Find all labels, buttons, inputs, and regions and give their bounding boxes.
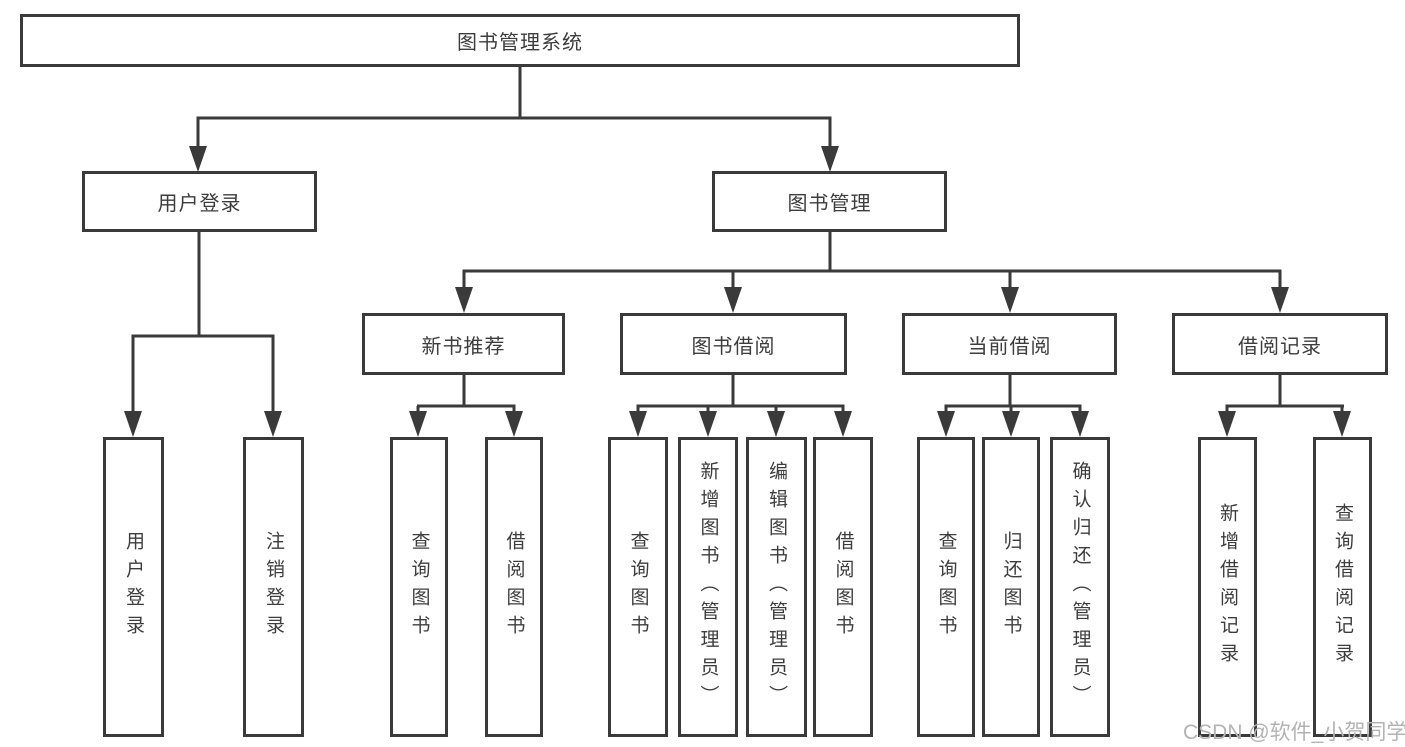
node-user-login-label: 用户登录: [157, 193, 242, 215]
leaf-nbr-borrow-books-label: 借阅图书: [503, 531, 525, 643]
arrow-down-icon: [1271, 287, 1289, 313]
leaf-logout: 注销登录: [243, 437, 304, 737]
node-new-book-recommend: 新书推荐: [362, 313, 565, 375]
leaf-nbr-query-books-label: 查询图书: [408, 531, 430, 643]
leaf-logout-label: 注销登录: [263, 531, 284, 643]
leaf-bb-edit-books-admin: 编辑图书（管理员）: [746, 437, 807, 737]
leaf-br-query-record-label: 查询借阅记录: [1332, 503, 1353, 671]
leaf-cb-query-books-label: 查询图书: [935, 531, 957, 643]
arrow-down-icon: [409, 411, 427, 437]
leaf-cb-query-books: 查询图书: [917, 437, 975, 737]
leaf-cb-confirm-return-admin: 确认归还（管理员）: [1050, 437, 1110, 737]
arrow-down-icon: [505, 411, 523, 437]
connector-book-mgmt-to-level3: [455, 231, 1289, 313]
leaf-cb-confirm-return-admin-label: 确认归还（管理员）: [1069, 461, 1091, 713]
leaf-br-add-record: 新增借阅记录: [1198, 437, 1257, 737]
arrow-down-icon: [1218, 411, 1236, 437]
node-borrow-records-label: 借阅记录: [1238, 335, 1322, 358]
leaf-user-login-label: 用户登录: [123, 531, 144, 643]
leaf-bb-query-books: 查询图书: [608, 437, 668, 737]
node-borrow-records: 借阅记录: [1172, 313, 1388, 375]
leaf-bb-query-books-label: 查询图书: [627, 531, 649, 643]
arrow-down-icon: [455, 287, 473, 313]
connector-root-to-level2: [189, 66, 839, 172]
arrow-down-icon: [821, 146, 839, 172]
arrow-down-icon: [767, 411, 785, 437]
node-book-borrow: 图书借阅: [620, 313, 847, 375]
arrow-down-icon: [124, 411, 142, 437]
leaf-bb-add-books-admin: 新增图书（管理员）: [678, 437, 738, 737]
connector-borrow-records-to-leaves: [1218, 374, 1351, 437]
node-book-management-label: 图书管理: [787, 193, 872, 215]
node-user-login: 用户登录: [82, 171, 317, 232]
arrow-down-icon: [1001, 287, 1019, 313]
leaf-bb-edit-books-admin-label: 编辑图书（管理员）: [766, 461, 787, 713]
arrow-down-icon: [937, 411, 955, 437]
arrow-down-icon: [1333, 411, 1351, 437]
leaf-br-add-record-label: 新增借阅记录: [1217, 503, 1238, 671]
leaf-nbr-query-books: 查询图书: [390, 437, 448, 737]
leaf-user-login: 用户登录: [103, 437, 164, 737]
connector-new-book-rec-to-leaves: [409, 374, 523, 437]
node-book-management: 图书管理: [712, 171, 947, 232]
leaf-nbr-borrow-books: 借阅图书: [485, 437, 543, 737]
arrow-down-icon: [724, 287, 742, 313]
arrow-down-icon: [1002, 411, 1020, 437]
node-book-borrow-label: 图书借阅: [691, 335, 776, 358]
arrow-down-icon: [699, 411, 717, 437]
node-new-book-recommend-label: 新书推荐: [421, 335, 506, 358]
leaf-cb-return-books: 归还图书: [982, 437, 1040, 737]
connector-user-login-to-leaves: [124, 231, 282, 437]
leaf-cb-return-books-label: 归还图书: [1000, 531, 1022, 643]
node-root-system: 图书管理系统: [20, 14, 1020, 67]
node-current-borrow-label: 当前借阅: [967, 335, 1052, 358]
arrow-down-icon: [264, 411, 282, 437]
connector-current-borrow-to-leaves: [937, 374, 1089, 437]
arrow-down-icon: [834, 411, 852, 437]
leaf-bb-borrow-books-label: 借阅图书: [832, 531, 854, 643]
arrow-down-icon: [629, 411, 647, 437]
arrow-down-icon: [189, 146, 207, 172]
arrow-down-icon: [1071, 411, 1089, 437]
node-current-borrow: 当前借阅: [902, 313, 1117, 375]
leaf-bb-add-books-admin-label: 新增图书（管理员）: [697, 461, 719, 713]
leaf-br-query-record: 查询借阅记录: [1313, 437, 1372, 737]
node-root-label: 图书管理系统: [457, 32, 583, 54]
connector-book-borrow-to-leaves: [629, 374, 852, 437]
csdn-watermark: CSDN @软件_小贺同学: [1183, 721, 1405, 744]
leaf-bb-borrow-books: 借阅图书: [813, 437, 873, 737]
